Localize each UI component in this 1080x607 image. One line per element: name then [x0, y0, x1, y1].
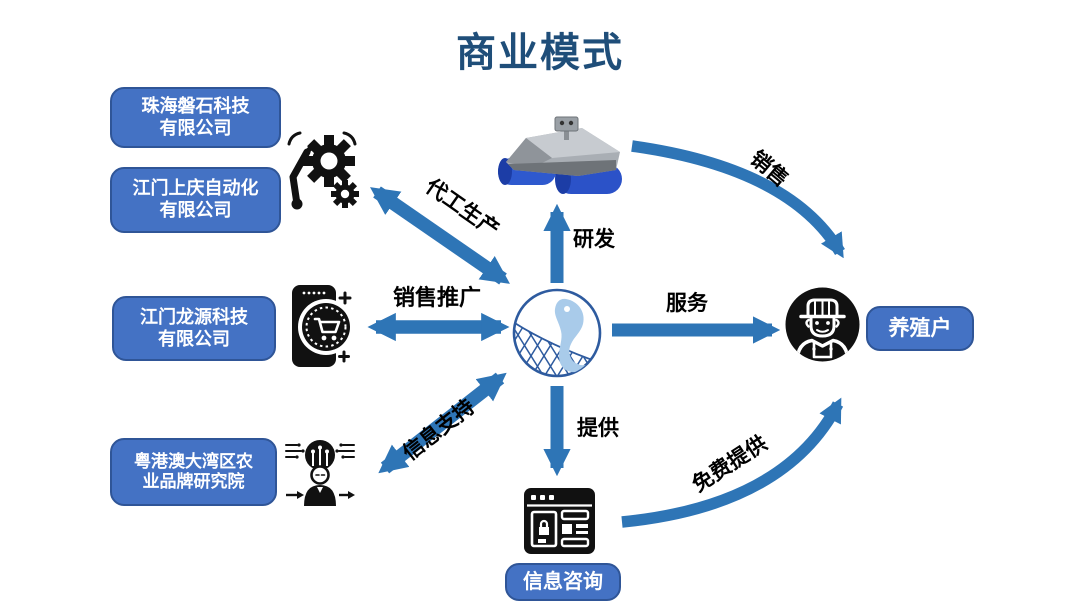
partner-box-gba-brand-institute: 粤港澳大湾区农 业品牌研究院: [110, 438, 277, 506]
partner-box-zhuhai-panshi: 珠海磐石科技 有限公司: [110, 87, 281, 148]
arrow-free-provide-curve: [621, 397, 844, 528]
label-rnd: 研发: [573, 228, 615, 251]
label-sales-promotion: 销售推广: [392, 285, 482, 310]
farmer-icon: [785, 287, 860, 362]
label-service: 服务: [666, 292, 708, 315]
unmanned-boat-product-image: [498, 116, 622, 194]
partner-box-jiangmen-longyuan: 江门龙源科技 有限公司: [112, 296, 276, 361]
label-provide: 提供: [577, 417, 619, 440]
info-consulting-box: 信息咨询: [505, 563, 621, 601]
phone-shopping-cart-icon: [292, 285, 353, 367]
arrow-info-support: [378, 372, 507, 474]
person-circuit-icon: [285, 440, 355, 506]
partner-box-jiangmen-shangqing: 江门上庆自动化 有限公司: [110, 167, 281, 233]
fish-over-net-logo: [512, 288, 602, 378]
customer-box: 养殖户: [866, 306, 974, 351]
page-title: 商业模式: [456, 31, 624, 75]
gear-robot-arm-icon: [287, 131, 359, 210]
browser-window-icon: [524, 488, 595, 554]
arrow-sales-curve: [631, 140, 845, 259]
arrow-oem-production: [370, 186, 510, 285]
